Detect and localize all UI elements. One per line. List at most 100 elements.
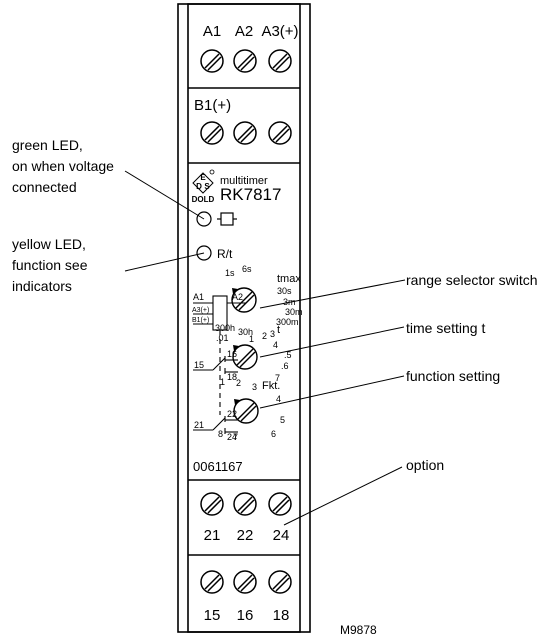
leader-option xyxy=(283,466,403,526)
screw-terminal-15[interactable] xyxy=(200,570,224,594)
function-label-5: 6 xyxy=(271,429,276,439)
schematic-label-a2: A2 xyxy=(232,292,243,302)
function-dial-scale: Fkt. 1 2 3 4 5 6 7 8 xyxy=(218,377,285,442)
annotation-green-led-line2: on when voltage xyxy=(12,158,114,174)
leader-time-setting xyxy=(259,326,405,358)
time-label-4: 4 xyxy=(273,340,278,350)
screw-terminal-b1-mid[interactable] xyxy=(233,121,257,145)
time-dial-scale: t .01 1 2 3 4 .5 .6 7 xyxy=(216,324,292,383)
led-label: R/t xyxy=(217,247,233,261)
terminal-label-a1: A1 xyxy=(203,23,221,40)
function-label-6: 7 xyxy=(233,432,238,442)
annotation-yellow-led-line3: indicators xyxy=(12,278,72,294)
brand-dold: DOLD xyxy=(192,195,215,204)
function-label-1: 2 xyxy=(236,378,241,388)
terminal-label-22: 22 xyxy=(237,527,254,544)
series-name: multitimer xyxy=(220,175,268,187)
function-dial-header: Fkt. xyxy=(262,380,280,392)
dold-logo: E D S xyxy=(192,169,215,194)
function-label-7: 8 xyxy=(218,429,223,439)
range-selector-dial[interactable] xyxy=(231,287,257,313)
annotation-function-setting: function setting xyxy=(406,368,500,384)
screw-terminal-24[interactable] xyxy=(268,492,292,516)
function-label-3: 4 xyxy=(276,394,281,404)
time-label-0: .01 xyxy=(216,333,229,343)
annotations: green LED, on when voltage connected yel… xyxy=(12,137,538,473)
schematic-label-15: 15 xyxy=(194,360,204,370)
annotation-yellow-led-line2: function see xyxy=(12,257,88,273)
schematic-label-a1: A1 xyxy=(193,292,204,302)
yellow-led xyxy=(196,245,212,261)
terminal-label-a2: A2 xyxy=(235,23,253,40)
leader-yellow-led xyxy=(124,252,205,272)
terminal-label-a3: A3(+) xyxy=(261,23,298,40)
serial-number: 0061167 xyxy=(193,459,243,474)
screw-terminal-a3[interactable] xyxy=(268,49,292,73)
annotation-yellow-led-line1: yellow LED, xyxy=(12,236,86,252)
annotation-green-led-line3: connected xyxy=(12,179,77,195)
terminal-labels-bottom: 21 22 24 15 16 18 xyxy=(204,527,290,624)
screw-terminal-b1-left[interactable] xyxy=(200,121,224,145)
schematic-label-24: 24 xyxy=(227,432,237,442)
logo-letter-s: S xyxy=(204,182,210,191)
range-label-1: 6s xyxy=(242,264,252,274)
terminal-label-b1: B1(+) xyxy=(194,97,231,114)
screw-terminal-b1-right[interactable] xyxy=(268,121,292,145)
device-housing xyxy=(177,3,311,633)
time-label-3: 3 xyxy=(270,329,275,339)
function-label-0: 1 xyxy=(220,377,225,387)
range-label-6: 30h xyxy=(238,327,253,337)
schematic-label-22: 22 xyxy=(227,409,237,419)
screw-terminal-a1[interactable] xyxy=(200,49,224,73)
schematic-label-18: 18 xyxy=(227,372,237,382)
green-led xyxy=(196,211,212,227)
schematic-label-21: 21 xyxy=(194,420,204,430)
screw-terminal-21[interactable] xyxy=(200,492,224,516)
leader-green-led xyxy=(124,170,205,220)
time-label-2: 2 xyxy=(262,331,267,341)
housing-inner xyxy=(187,3,301,633)
function-label-2: 3 xyxy=(252,382,257,392)
screw-terminal-16[interactable] xyxy=(233,570,257,594)
range-label-4: 30m xyxy=(285,307,303,317)
terminal-label-21: 21 xyxy=(204,527,221,544)
leader-range-selector xyxy=(259,279,406,309)
annotation-range-selector: range selector switch xyxy=(406,272,538,288)
terminal-label-24: 24 xyxy=(273,527,290,544)
model-name: RK7817 xyxy=(220,185,281,204)
range-label-0: 1s xyxy=(225,268,235,278)
leader-function-setting xyxy=(259,375,405,409)
range-label-5: 300m xyxy=(276,317,299,327)
logo-letter-e: E xyxy=(200,173,206,182)
relay-coil-icon xyxy=(217,212,237,226)
screw-terminal-22[interactable] xyxy=(233,492,257,516)
brand-area: E D S DOLD multitimer RK7817 xyxy=(192,169,281,204)
figure-id: M9878 xyxy=(340,623,377,637)
range-dial-header: tmax xyxy=(277,273,301,285)
contact-schematic: A1 A2 A3(+) B1(+) 15 16 18 21 22 24 xyxy=(192,292,246,442)
range-label-2: 30s xyxy=(277,286,292,296)
schematic-label-b1: B1(+) xyxy=(192,317,209,324)
screw-terminal-a2[interactable] xyxy=(233,49,257,73)
leader-lines xyxy=(124,170,406,526)
time-label-5: .5 xyxy=(284,350,292,360)
schematic-label-a3: A3(+) xyxy=(192,307,209,314)
terminal-label-18: 18 xyxy=(273,607,290,624)
schematic-label-16: 16 xyxy=(227,349,237,359)
range-label-7: 300h xyxy=(215,323,235,333)
annotation-green-led-line1: green LED, xyxy=(12,137,83,153)
screw-terminal-18[interactable] xyxy=(268,570,292,594)
time-setting-dial[interactable] xyxy=(232,344,258,370)
annotation-option: option xyxy=(406,457,444,473)
terminal-labels-top: A1 A2 A3(+) B1(+) xyxy=(194,23,299,114)
logo-letter-d: D xyxy=(196,182,202,191)
terminal-label-15: 15 xyxy=(204,607,221,624)
dials xyxy=(231,287,259,424)
time-label-1: 1 xyxy=(249,334,254,344)
function-setting-dial[interactable] xyxy=(233,398,259,424)
time-label-7: 7 xyxy=(275,373,280,383)
time-dial-header: t xyxy=(277,324,280,336)
screw-terminals xyxy=(200,49,292,594)
annotation-time-setting: time setting t xyxy=(406,320,485,336)
